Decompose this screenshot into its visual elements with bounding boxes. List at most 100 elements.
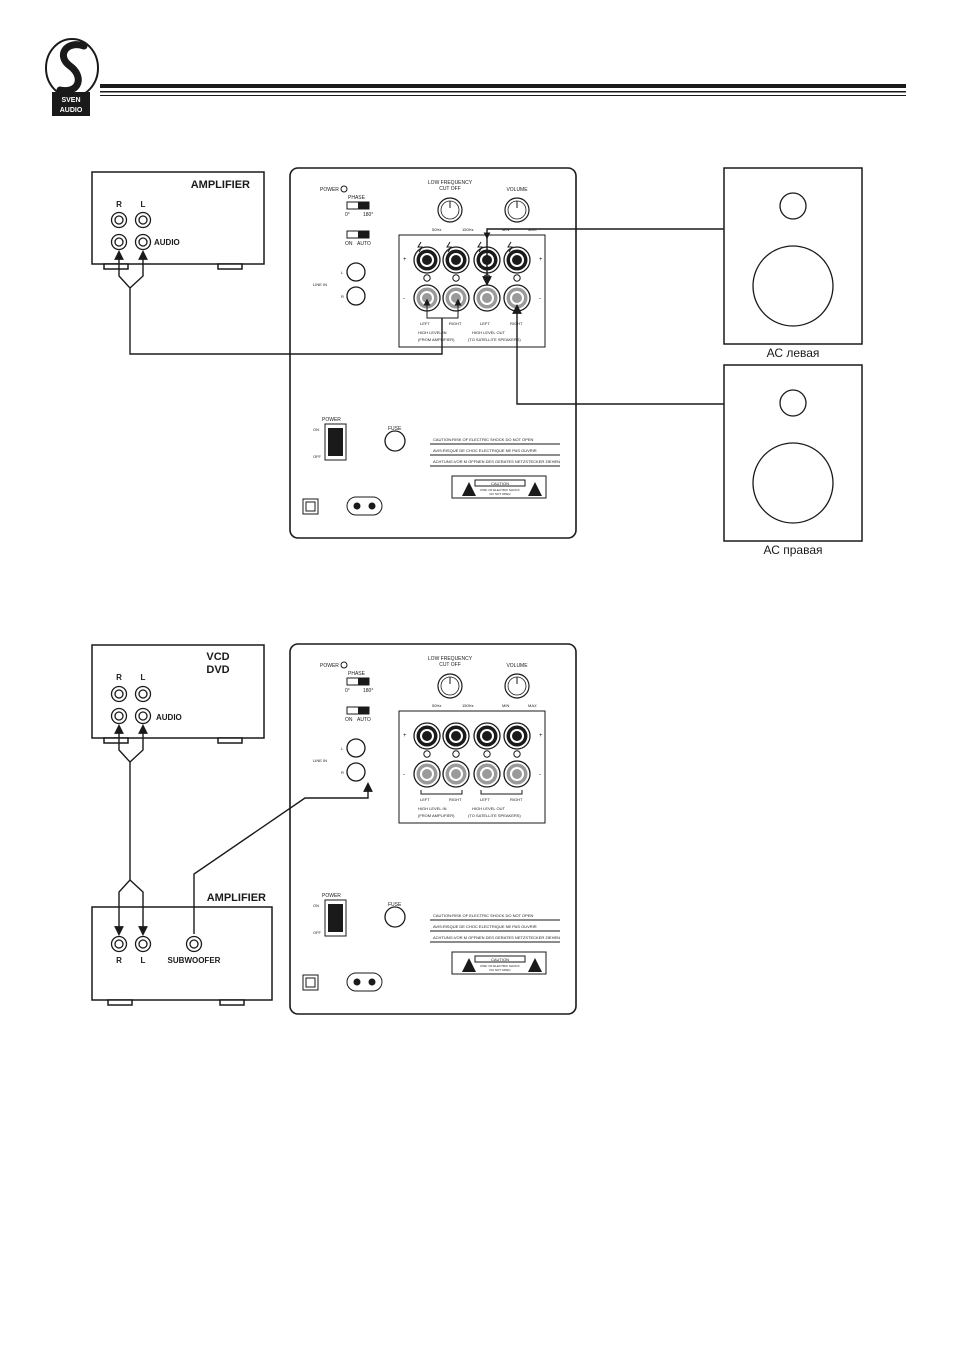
fuse-holder[interactable] bbox=[384, 430, 406, 452]
svg-text:OFF: OFF bbox=[313, 930, 322, 935]
svg-text:+: + bbox=[539, 257, 543, 263]
svg-text:CUT OFF: CUT OFF bbox=[439, 186, 461, 192]
svg-text:MAX: MAX bbox=[528, 703, 537, 708]
terminal-post[interactable] bbox=[442, 760, 470, 788]
terminal-post[interactable] bbox=[413, 246, 441, 274]
line-in-right-jack[interactable] bbox=[346, 286, 366, 306]
subwoofer-rear-panel: POWER PHASE 0° 180° ON AUTO LOW FREQUENC… bbox=[289, 167, 577, 539]
svg-text:ACHTUNG:VOR M OFFNEN DES GERAT: ACHTUNG:VOR M OFFNEN DES GERATES NETZSTE… bbox=[433, 935, 560, 940]
svg-text:R: R bbox=[341, 770, 344, 775]
speaker-left-caption: АС левая bbox=[767, 346, 820, 360]
bolt-icon bbox=[417, 241, 423, 253]
line-in-left-jack[interactable] bbox=[346, 738, 366, 758]
svg-text:CAUTION:RISK OF ELECTRIC SHOCK: CAUTION:RISK OF ELECTRIC SHOCK DO NOT OP… bbox=[433, 437, 533, 442]
power-switch[interactable] bbox=[324, 423, 347, 461]
terminal-post[interactable] bbox=[473, 284, 501, 312]
dvd-title: DVD bbox=[206, 664, 229, 676]
svg-text:CUT OFF: CUT OFF bbox=[439, 662, 461, 668]
svg-text:150Hz: 150Hz bbox=[462, 227, 474, 232]
svg-text:RIGHT: RIGHT bbox=[449, 321, 462, 326]
fuse-holder[interactable] bbox=[384, 906, 406, 928]
terminal-post[interactable] bbox=[442, 284, 470, 312]
logo-s-icon bbox=[56, 41, 88, 95]
amplifier-2-title: AMPLIFIER bbox=[207, 892, 266, 904]
rca-jack-icon bbox=[185, 935, 203, 953]
svg-text:(TO SATELLITE SPEAKERS): (TO SATELLITE SPEAKERS) bbox=[468, 813, 521, 818]
amplifier-title: AMPLIFIER bbox=[191, 179, 250, 191]
power-switch[interactable] bbox=[324, 899, 347, 937]
volume-label: VOLUME bbox=[506, 187, 528, 193]
terminal-post[interactable] bbox=[503, 246, 531, 274]
svg-text:AUDIO: AUDIO bbox=[156, 713, 182, 722]
diagram-line-level-connection: VCD DVD R L AUDIO AMPLIFIER R L SUBWOOFE… bbox=[91, 643, 577, 1015]
speaker-left: АС левая bbox=[723, 167, 863, 360]
terminal-post[interactable] bbox=[413, 760, 441, 788]
svg-text:50Hz: 50Hz bbox=[432, 227, 441, 232]
line-in-left-jack[interactable] bbox=[346, 262, 366, 282]
terminal-post[interactable] bbox=[473, 760, 501, 788]
volume-knob[interactable] bbox=[504, 197, 530, 223]
svg-text:R: R bbox=[116, 956, 122, 965]
terminal-post[interactable] bbox=[473, 722, 501, 750]
speaker-terminal-block bbox=[398, 710, 546, 824]
amp-label-audio: AUDIO bbox=[154, 238, 180, 247]
crossover-knob[interactable] bbox=[437, 197, 463, 223]
rca-jack-icon bbox=[134, 935, 152, 953]
rca-jack-icon bbox=[134, 211, 152, 229]
vcd-title: VCD bbox=[206, 651, 229, 663]
svg-text:ACHTUNG:VOR M OFFNEN DES GERAT: ACHTUNG:VOR M OFFNEN DES GERATES NETZSTE… bbox=[433, 459, 560, 464]
svg-text:PHASE: PHASE bbox=[348, 671, 366, 677]
amplifier-box: AMPLIFIER R L AUDIO bbox=[91, 171, 265, 270]
svg-text:(FROM AMPLIFIER): (FROM AMPLIFIER) bbox=[418, 813, 455, 818]
header-rule bbox=[100, 84, 906, 96]
terminal-post[interactable] bbox=[442, 722, 470, 750]
speaker-terminal-block bbox=[398, 234, 546, 348]
svg-text:AVIS:RISQUE DE CHOC ELECTRIQUE: AVIS:RISQUE DE CHOC ELECTRIQUE NE PAS OU… bbox=[433, 924, 537, 929]
woofer-icon bbox=[752, 442, 834, 524]
svg-text:CAUTION:RISK OF ELECTRIC SHOCK: CAUTION:RISK OF ELECTRIC SHOCK DO NOT OP… bbox=[433, 913, 533, 918]
svg-text:AVIS:RISQUE DE CHOC ELECTRIQUE: AVIS:RISQUE DE CHOC ELECTRIQUE NE PAS OU… bbox=[433, 448, 537, 453]
cables-diagram-1 bbox=[114, 228, 724, 405]
svg-text:CAUTION: CAUTION bbox=[491, 481, 509, 486]
svg-text:R: R bbox=[116, 673, 122, 682]
svg-text:RISK OF ELECTRIC SHOCK: RISK OF ELECTRIC SHOCK bbox=[480, 488, 519, 492]
fuse-label: FUSE bbox=[388, 426, 402, 432]
subwoofer-rear-panel-2: POWER PHASE 0° 180° ON AUTO LOW FREQUENC… bbox=[289, 643, 577, 1015]
crossover-knob[interactable] bbox=[437, 673, 463, 699]
svg-text:ON: ON bbox=[313, 903, 319, 908]
svg-text:50Hz: 50Hz bbox=[432, 703, 441, 708]
rca-jack-icon bbox=[110, 935, 128, 953]
mains-socket[interactable] bbox=[346, 496, 383, 516]
volume-knob[interactable] bbox=[504, 673, 530, 699]
subwoofer-out-label: SUBWOOFER bbox=[168, 956, 221, 965]
terminal-post[interactable] bbox=[442, 246, 470, 274]
mains-socket[interactable] bbox=[346, 972, 383, 992]
svg-text:L: L bbox=[341, 270, 344, 275]
power-led-icon bbox=[340, 185, 348, 193]
power-led-icon bbox=[340, 661, 348, 669]
svg-text:(TO SATELLITE SPEAKERS): (TO SATELLITE SPEAKERS) bbox=[468, 337, 521, 342]
terminal-post[interactable] bbox=[503, 760, 531, 788]
svg-text:ON: ON bbox=[345, 241, 353, 247]
svg-text:AUTO: AUTO bbox=[357, 717, 371, 723]
svg-text:LINE IN: LINE IN bbox=[313, 758, 327, 763]
amplifier-box-2: AMPLIFIER R L SUBWOOFER bbox=[91, 892, 273, 1006]
power-switch-label: POWER bbox=[322, 417, 341, 423]
terminal-post[interactable] bbox=[413, 722, 441, 750]
line-in-right-jack[interactable] bbox=[346, 762, 366, 782]
svg-text:150Hz: 150Hz bbox=[462, 703, 474, 708]
caution-label-plate bbox=[451, 951, 547, 975]
svg-text:RIGHT: RIGHT bbox=[510, 797, 523, 802]
svg-text:OFF: OFF bbox=[313, 454, 322, 459]
svg-text:DO NOT OPEN: DO NOT OPEN bbox=[490, 492, 511, 496]
bolt-icon bbox=[477, 241, 483, 253]
svg-text:ON: ON bbox=[345, 717, 353, 723]
svg-text:MIN: MIN bbox=[502, 703, 509, 708]
svg-text:HIGH LEVEL IN: HIGH LEVEL IN bbox=[418, 330, 447, 335]
svg-text:-: - bbox=[539, 772, 541, 778]
svg-text:RIGHT: RIGHT bbox=[449, 797, 462, 802]
sven-audio-logo: SVEN AUDIO bbox=[45, 38, 99, 116]
terminal-post[interactable] bbox=[503, 722, 531, 750]
svg-text:VOLUME: VOLUME bbox=[506, 663, 528, 669]
